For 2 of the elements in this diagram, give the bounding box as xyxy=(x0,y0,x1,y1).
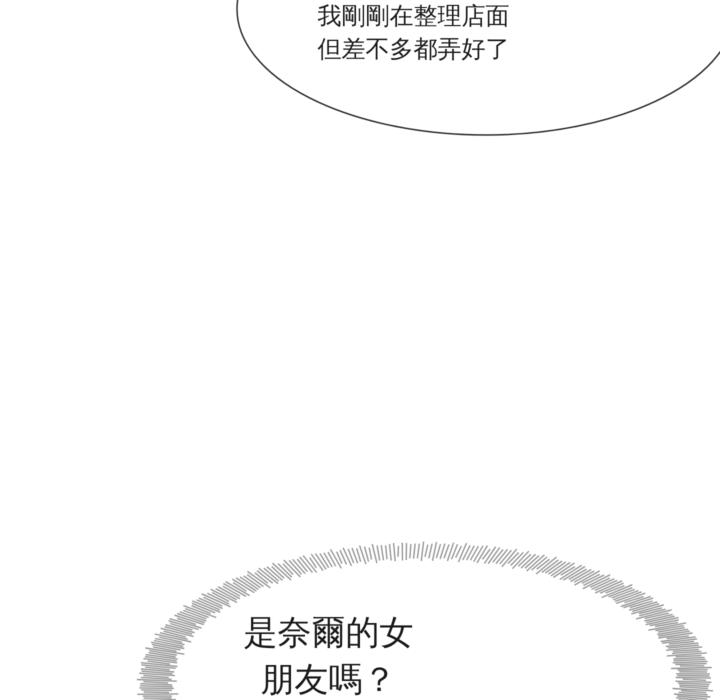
speech-text: 我剛剛在整理店面但差不多都弄好了 xyxy=(316,1,511,66)
speech-text: 是奈爾的女朋友嗎？ xyxy=(242,612,414,700)
